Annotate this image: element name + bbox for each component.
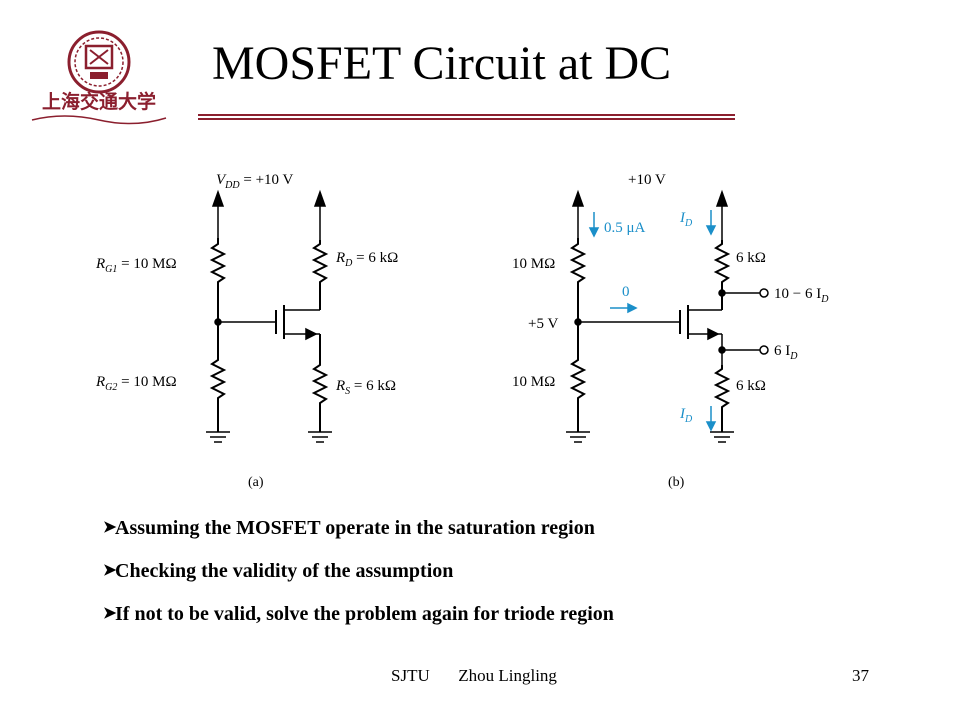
drain-node-label: 10 − 6 ID [774, 286, 829, 305]
rd-label: RD = 6 kΩ [335, 250, 398, 269]
supply-label: +10 V [628, 172, 666, 188]
rg2-label: RG2 = 10 MΩ [95, 374, 177, 393]
bullet-arrow-icon: ➤ [103, 519, 117, 536]
circuit-a [206, 189, 332, 443]
vdd-label: VDD = +10 V [216, 172, 294, 191]
footer-org: SJTU [391, 666, 430, 685]
rs-b-label: 6 kΩ [736, 378, 766, 394]
logo-name-text: 上海交通大学 [42, 90, 156, 113]
logo-seal-icon [67, 30, 131, 94]
current-arrows [588, 210, 717, 432]
bullet-item: ➤ If not to be valid, solve the problem … [103, 602, 614, 645]
rs-label: RS = 6 kΩ [335, 378, 396, 397]
r-bottom-label: 10 MΩ [512, 374, 555, 390]
rd-b-label: 6 kΩ [736, 250, 766, 266]
bullet-item: ➤ Checking the validity of the assumptio… [103, 559, 614, 602]
circuit-a-labels: VDD = +10 V RG1 = 10 MΩ RG2 = 10 MΩ RD =… [95, 172, 398, 490]
mosfet-circuit-diagram: VDD = +10 V RG1 = 10 MΩ RG2 = 10 MΩ RD =… [95, 172, 829, 490]
bullet-list: ➤ Assuming the MOSFET operate in the sat… [103, 516, 614, 645]
bullet-arrow-icon: ➤ [103, 605, 117, 622]
bullet-text: Checking the validity of the assumption [115, 560, 454, 582]
r-top-label: 10 MΩ [512, 256, 555, 272]
caption-a: (a) [248, 475, 264, 490]
bullet-arrow-icon: ➤ [103, 562, 117, 579]
bullet-text: If not to be valid, solve the problem ag… [115, 603, 614, 625]
circuit-b [566, 189, 769, 443]
title-underline [198, 114, 735, 120]
bullet-item: ➤ Assuming the MOSFET operate in the sat… [103, 516, 614, 559]
gate-voltage-label: +5 V [528, 316, 558, 332]
circuit-b-labels: +10 V 0.5 μA 10 MΩ 10 MΩ 0 +5 V 6 kΩ 6 k… [512, 172, 829, 490]
caption-b: (b) [668, 475, 685, 490]
footer-author: Zhou Lingling [458, 666, 557, 685]
slide-title: MOSFET Circuit at DC [212, 37, 672, 90]
id-top-label: ID [679, 210, 693, 229]
gate-current-label: 0 [622, 284, 630, 300]
current-top-label: 0.5 μA [604, 220, 646, 236]
source-node-label: 6 ID [774, 343, 798, 362]
logo-script-flourish [31, 115, 167, 125]
university-logo: 上海交通大学 [24, 28, 174, 132]
id-bottom-label: ID [679, 406, 693, 425]
page-number: 37 [852, 666, 869, 685]
rg1-label: RG1 = 10 MΩ [95, 256, 177, 275]
footer: SJTU Zhou Lingling [391, 666, 557, 686]
bullet-text: Assuming the MOSFET operate in the satur… [115, 517, 595, 539]
